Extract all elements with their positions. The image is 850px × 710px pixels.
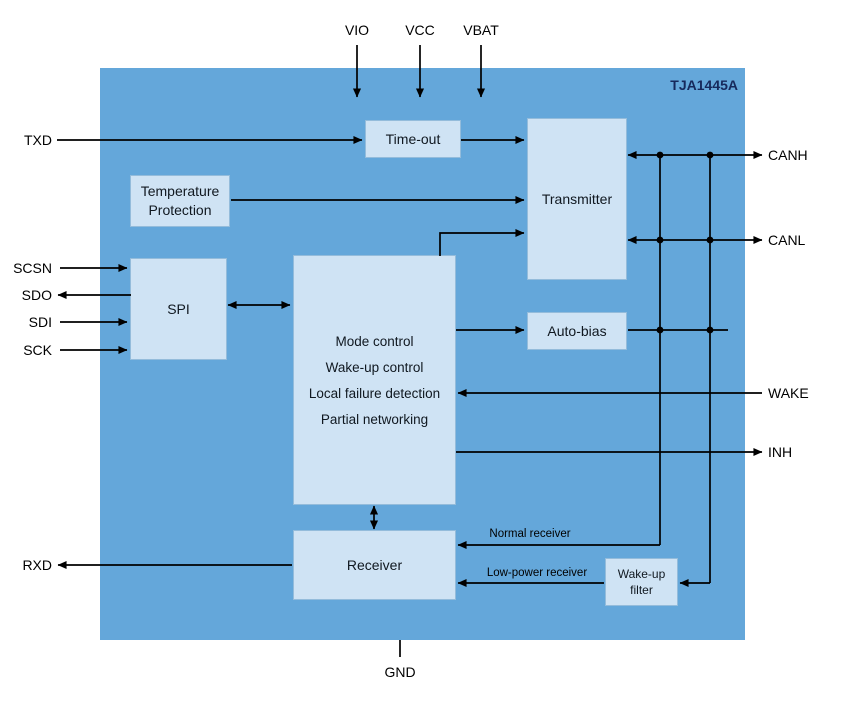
pin-label-canh: CANH [768,147,808,163]
block-temperature-protection: Temperature Protection [130,175,230,227]
pin-label-rxd: RXD [22,557,52,573]
block-receiver-label: Receiver [346,557,403,573]
block-spi: SPI [130,258,227,360]
annotation-normal-receiver: Normal receiver [489,528,571,540]
pin-label-vcc: VCC [405,22,435,38]
mode-control-lines: Mode control Wake-up control Local failu… [309,334,440,427]
pin-label-txd: TXD [24,132,52,148]
block-timeout: Time-out [365,120,461,158]
pin-label-inh: INH [768,444,793,460]
mode-control-line-4: Partial networking [320,411,429,427]
pin-label-vbat: VBAT [463,22,499,38]
block-auto-bias-label: Auto-bias [547,323,607,339]
block-transmitter: Transmitter [527,118,627,280]
block-wakeup-filter-label: Wake-up filter [617,566,666,597]
pin-label-scsn: SCSN [13,260,52,276]
pin-label-canl: CANL [768,232,806,248]
pin-label-sck: SCK [23,342,52,358]
mode-control-line-2: Wake-up control [325,359,424,375]
block-wakeup-filter: Wake-up filter [605,558,678,606]
pin-label-sdi: SDI [28,314,52,330]
mode-control-line-3: Local failure detection [308,385,441,401]
pin-label-gnd: GND [384,664,416,680]
pin-label-sdo: SDO [21,287,52,303]
block-transmitter-label: Transmitter [541,191,613,207]
block-spi-label: SPI [167,301,190,317]
block-auto-bias: Auto-bias [527,312,627,350]
chip-title: TJA1445A [670,77,738,93]
block-timeout-label: Time-out [385,131,441,147]
block-temperature-protection-label: Temperature Protection [140,183,220,218]
mode-control-line-1: Mode control [335,333,414,349]
block-receiver: Receiver [293,530,456,600]
pin-label-wake: WAKE [768,385,809,401]
annotation-low-power-receiver: Low-power receiver [486,567,588,579]
block-mode-control: Mode control Wake-up control Local failu… [293,255,456,505]
pin-label-vio: VIO [344,22,370,38]
